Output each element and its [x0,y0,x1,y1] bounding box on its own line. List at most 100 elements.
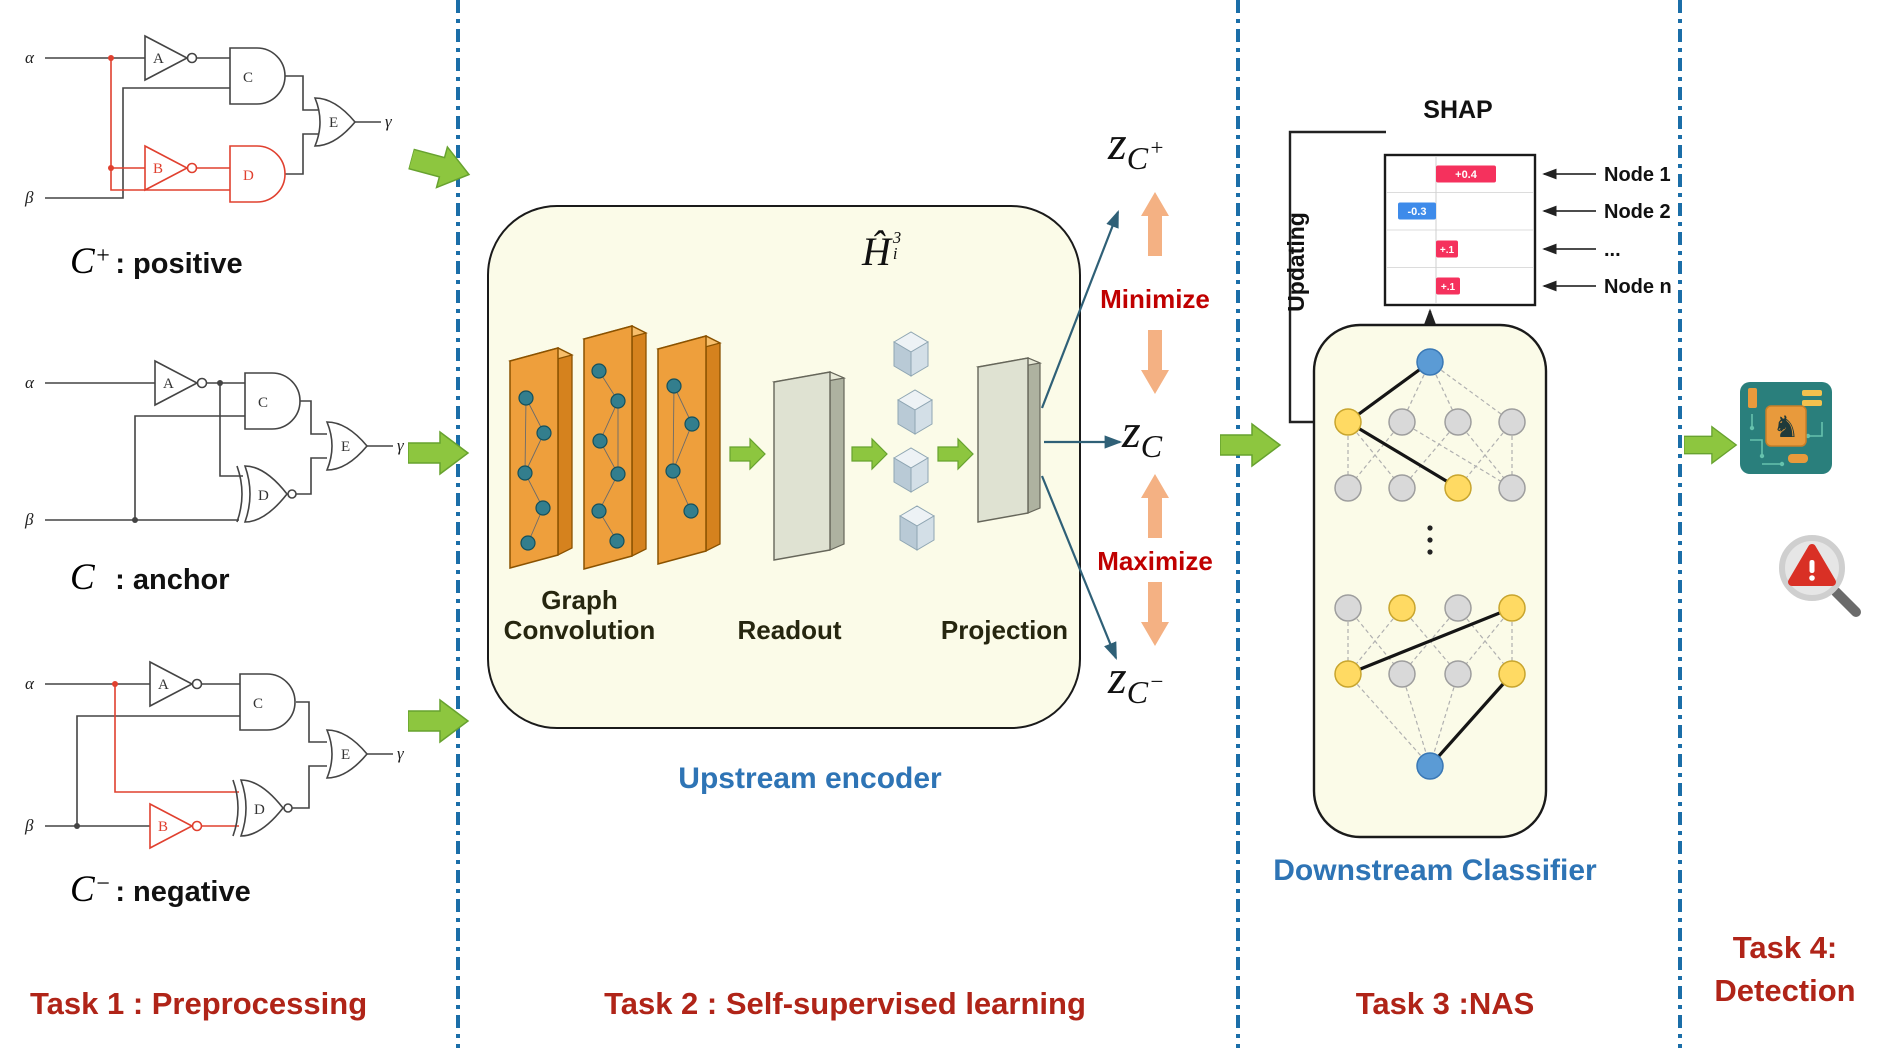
nn-input-node [1416,348,1444,376]
wire-junction [132,517,138,523]
output-gamma: γ [385,112,393,131]
node-1-label: Node 1 [1604,164,1671,186]
graph-conv-layer-3 [656,334,722,565]
gate-label-b: B [158,819,168,835]
xor-input-arc [236,465,243,523]
magnifier-alert-icon [1779,535,1861,617]
push-up-arrow-2 [1141,474,1169,538]
not-gate-a [154,359,199,407]
separator-task2-task3 [1236,0,1240,1048]
task4-caption: Task 4: Detection [1692,926,1878,1013]
upstream-encoder-title: Upstream encoder [678,762,942,795]
chip-traces [1750,414,1823,465]
or-gate-e [325,729,369,779]
flow-arrow-anchor [408,430,470,476]
downstream-classifier-box [1312,323,1548,839]
xor-gate-d [243,465,289,523]
not-gate-a [144,34,189,82]
shap-chart: +0.4 -0.3 +.1 +.1 [1383,153,1537,307]
shap-title: SHAP [1423,96,1492,124]
input-alpha: α [25,373,35,392]
input-beta: β [24,188,34,207]
wire-junction [108,55,114,61]
and-gate-d-red [229,145,286,203]
separator-task1-task2 [456,0,460,1048]
gate-label-d: D [258,488,269,504]
circuit-anchor-label: C : anchor [70,557,230,598]
or-gate-e [325,421,369,471]
circuit-anchor-wires [45,382,393,521]
updating-label: Updating [1283,212,1309,312]
output-gamma: γ [397,744,405,763]
wire-junction [112,681,118,687]
stage-arrow-1 [729,437,766,471]
circuit-negative-wires [45,683,393,827]
node-ellipsis-label: ... [1604,239,1621,261]
not-gate-b-red [144,144,189,192]
z-negative-label: zC− [1108,651,1165,710]
input-alpha: α [25,674,35,693]
gate-label-a: A [163,376,174,392]
gate-label-e: E [341,747,350,763]
shap-bar-ellipsis [1436,240,1458,258]
circuit-positive-wires [45,57,381,199]
gate-label-b: B [153,161,163,177]
circuit-negative-label: C− : negative [70,869,251,910]
separator-task3-task4 [1678,0,1682,1048]
input-alpha: α [25,48,35,67]
xor-input-arc [232,779,239,837]
gate-label-e: E [329,115,338,131]
circuit-positive-label: C+ : positive [70,241,243,282]
chip-component-bar-2 [1802,400,1822,406]
not-bubble [196,377,208,389]
nn-ellipsis-dots [1427,525,1433,555]
flow-arrow-to-detection [1684,425,1738,465]
chip-icon: ♞ [1740,382,1832,474]
stage-arrow-3 [937,437,974,471]
flow-arrow-to-nas [1220,422,1282,468]
shap-bar-node1 [1436,165,1496,183]
arrow-to-z-positive [1040,209,1120,409]
gate-label-c: C [253,696,263,712]
chip-component-pill [1788,454,1808,463]
graph-conv-layer-2 [582,324,648,570]
gate-label-c: C [258,395,268,411]
graph-conv-layer-1 [508,346,574,569]
nas-diagram: Updating SHAP +0.4 -0.3 +.1 +.1 [1283,96,1672,839]
not-bubble [191,820,203,832]
circuit-negative: A C B D E α β γ [24,660,405,850]
wire-junction [74,823,80,829]
gate-label-d: D [254,802,265,818]
arrow-to-z-negative [1040,475,1118,661]
gate-label-e: E [341,439,350,455]
or-gate-e [313,97,357,147]
readout-panel [771,371,847,561]
xor-bubble [287,489,297,499]
chip-core [1765,405,1807,447]
projection-output-arrows [1040,209,1123,661]
not-bubble [191,678,203,690]
minimize-label: Minimize [1100,284,1210,314]
chip-component-bar-1 [1802,390,1822,396]
not-bubble [186,162,198,174]
xor-bubble [283,803,293,813]
downstream-classifier-title: Downstream Classifier [1273,854,1597,887]
xor-gate-d [239,779,285,837]
updating-feedback-line [1288,130,1386,430]
maximize-label: Maximize [1097,546,1213,576]
shap-node-labels: Node 1 Node 2 ... Node n [1604,164,1672,298]
and-gate-c [229,47,286,105]
knight-chip-glyph: ♞ [1773,411,1800,444]
wire-junction [217,380,223,386]
warning-exclamation-bar [1809,560,1815,573]
embedding-sup: 3 [892,228,902,247]
task4-caption-line1: Task 4: [1732,930,1838,965]
nn-output-node [1416,752,1444,780]
flow-arrow-negative [408,698,470,744]
embedding-label: Ĥ 3 i [862,228,902,274]
pull-up-arrow-1 [1141,192,1169,256]
shap-row-pointers [1542,168,1596,292]
gate-label-c: C [243,70,253,86]
magnifier-handle [1831,587,1861,617]
nn-selected-edges [1347,360,1514,768]
